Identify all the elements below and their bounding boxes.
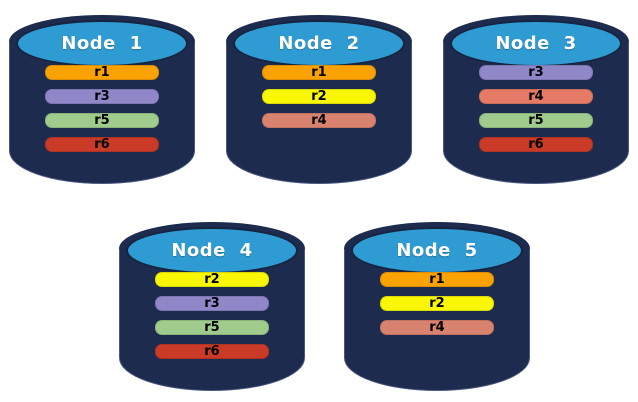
replica-bar: r3 bbox=[45, 89, 159, 104]
node-title: Node 1 bbox=[61, 33, 143, 54]
replica-list: r1 r2 r4 bbox=[225, 65, 413, 128]
node-cylinder-2: Node 2 r1 r2 r4 bbox=[225, 8, 413, 186]
replica-label: r3 bbox=[528, 65, 544, 80]
cylinder-top-face: Node 3 bbox=[450, 20, 622, 67]
replica-list: r2 r3 r5 r6 bbox=[118, 272, 306, 359]
node-title: Node 5 bbox=[396, 240, 478, 261]
replica-label: r3 bbox=[204, 296, 220, 311]
replica-label: r2 bbox=[429, 296, 445, 311]
replica-label: r2 bbox=[311, 89, 327, 104]
replica-label: r5 bbox=[204, 320, 220, 335]
node-cylinder-5: Node 5 r1 r2 r4 bbox=[343, 215, 531, 393]
replica-bar: r3 bbox=[479, 65, 593, 80]
replica-label: r4 bbox=[528, 89, 544, 104]
replica-bar: r4 bbox=[479, 89, 593, 104]
replica-label: r6 bbox=[528, 137, 544, 152]
cylinder-top-face: Node 4 bbox=[126, 227, 298, 274]
node-title: Node 2 bbox=[278, 33, 360, 54]
replica-label: r4 bbox=[429, 320, 445, 335]
replica-list: r1 r3 r5 r6 bbox=[8, 65, 196, 152]
cylinder-top-face: Node 5 bbox=[351, 227, 523, 274]
replica-bar: r6 bbox=[155, 344, 269, 359]
node-cylinder-1: Node 1 r1 r3 r5 r6 bbox=[8, 8, 196, 186]
node-title: Node 3 bbox=[495, 33, 577, 54]
replica-bar: r1 bbox=[45, 65, 159, 80]
replica-bar: r5 bbox=[45, 113, 159, 128]
replica-label: r6 bbox=[94, 137, 110, 152]
replica-bar: r2 bbox=[155, 272, 269, 287]
replica-bar: r4 bbox=[380, 320, 494, 335]
replica-label: r5 bbox=[94, 113, 110, 128]
cylinder-top-face: Node 1 bbox=[16, 20, 188, 67]
replica-label: r5 bbox=[528, 113, 544, 128]
replica-label: r2 bbox=[204, 272, 220, 287]
replica-label: r1 bbox=[94, 65, 110, 80]
cylinder-top-face: Node 2 bbox=[233, 20, 405, 67]
node-cylinder-4: Node 4 r2 r3 r5 r6 bbox=[118, 215, 306, 393]
replica-list: r1 r2 r4 bbox=[343, 272, 531, 335]
replica-bar: r3 bbox=[155, 296, 269, 311]
replica-bar: r2 bbox=[262, 89, 376, 104]
replica-bar: r6 bbox=[45, 137, 159, 152]
node-cylinder-3: Node 3 r3 r4 r5 r6 bbox=[442, 8, 630, 186]
node-title: Node 4 bbox=[171, 240, 253, 261]
replica-label: r4 bbox=[311, 113, 327, 128]
replica-label: r6 bbox=[204, 344, 220, 359]
replica-bar: r1 bbox=[380, 272, 494, 287]
replica-bar: r5 bbox=[479, 113, 593, 128]
replica-bar: r2 bbox=[380, 296, 494, 311]
replica-list: r3 r4 r5 r6 bbox=[442, 65, 630, 152]
replica-bar: r1 bbox=[262, 65, 376, 80]
replica-bar: r5 bbox=[155, 320, 269, 335]
replica-label: r3 bbox=[94, 89, 110, 104]
replica-label: r1 bbox=[311, 65, 327, 80]
replica-label: r1 bbox=[429, 272, 445, 287]
replica-bar: r4 bbox=[262, 113, 376, 128]
replica-bar: r6 bbox=[479, 137, 593, 152]
